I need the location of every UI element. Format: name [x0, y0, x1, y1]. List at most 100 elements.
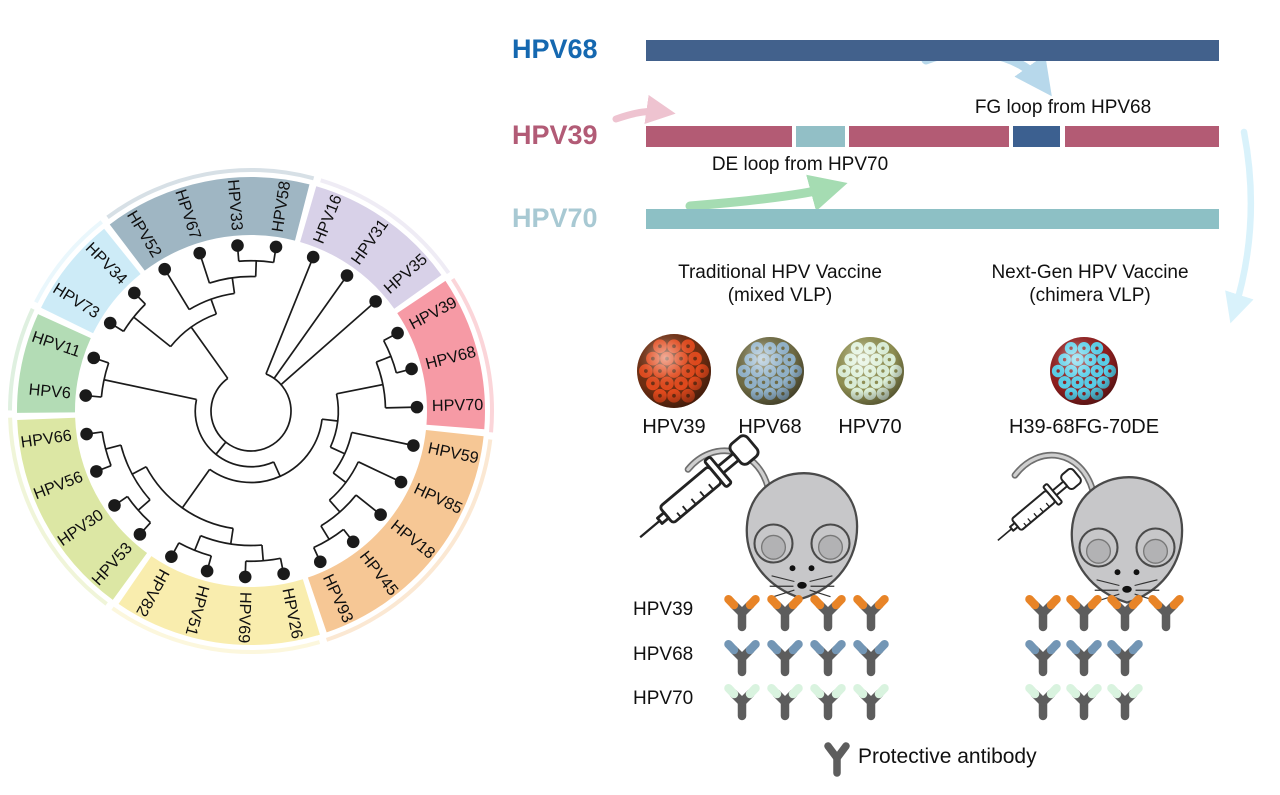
tree-outer-ring: [8, 308, 35, 411]
chimera-flow-arrow: [1225, 128, 1255, 324]
antibody-glyph: [1066, 594, 1102, 632]
tree-leaf-label-hpv6: HPV6: [28, 381, 72, 403]
tree-sector: [109, 177, 310, 271]
tree-outer-ring: [34, 220, 103, 304]
tree-leaf-label-hpv26: HPV26: [278, 587, 306, 641]
tree-leaf-label-hpv18: HPV18: [387, 516, 438, 562]
tree-leaf-label-hpv66: HPV66: [20, 427, 73, 452]
bar-segment: [1064, 126, 1219, 147]
tree-outer-ring: [325, 439, 493, 642]
vlp-label-hpv68: HPV68: [738, 416, 802, 438]
antibody-traditional-hpv68: [764, 639, 806, 677]
de-loop-arrow: [685, 174, 848, 212]
antibody-glyph: [767, 594, 803, 632]
antibody-glyph: [724, 594, 760, 632]
bar-segment: [646, 126, 792, 147]
tree-outer-ring: [320, 178, 451, 275]
antibody-glyph: [1025, 639, 1061, 677]
antibody-glyph: [853, 639, 889, 677]
antibody-glyph: [1066, 639, 1102, 677]
antibody-glyph: [1107, 639, 1143, 677]
antibody-glyph: [767, 683, 803, 721]
tree-leaf-label-hpv52: HPV52: [123, 208, 165, 261]
tree-leaf-label-hpv69: HPV69: [235, 592, 255, 644]
construct-label-hpv70: HPV70: [512, 203, 598, 233]
tree-sector: [17, 417, 148, 600]
syringe-icon: [639, 434, 760, 539]
traditional-title-line1: Traditional HPV Vaccine: [678, 262, 882, 283]
vlp-hpv70: [836, 337, 904, 405]
mouse-icon: [1011, 451, 1184, 604]
vlp-label-hpv39: HPV39: [642, 416, 706, 438]
antibody-glyph: [1025, 683, 1061, 721]
antibody-glyph: [724, 683, 760, 721]
antibody-row-label-hpv70: HPV70: [633, 688, 694, 709]
tree-leaf-dots: [79, 239, 424, 584]
syringe-icon: [997, 467, 1082, 541]
tree-leaf-label-hpv45: HPV45: [356, 548, 402, 600]
tree-outer-ring: [111, 606, 321, 654]
hpv39-entry-arrow: [612, 94, 676, 125]
tree-leaf-label-hpv93: HPV93: [319, 571, 357, 625]
antibody-glyph: [1066, 683, 1102, 721]
tree-outer-ring: [450, 277, 494, 433]
antibody-glyph: [853, 683, 889, 721]
antibody-glyph: [1025, 594, 1061, 632]
antibody-glyph: [810, 594, 846, 632]
vlp-label-hpv70: HPV70: [838, 416, 902, 438]
antibody-nextgen-hpv68: [1022, 639, 1064, 677]
antibody-traditional-hpv70: [764, 683, 806, 721]
nextgen-title-line1: Next-Gen HPV Vaccine: [991, 262, 1189, 283]
vlp-chimera: [1050, 337, 1118, 405]
antibody-traditional-hpv68: [850, 639, 892, 677]
tree-sector: [41, 228, 141, 334]
antibody-glyph: [1107, 594, 1143, 632]
tree-leaf-label-hpv56: HPV56: [31, 468, 85, 503]
bar-segment: [796, 126, 845, 147]
nextgen-vaccine-title: Next-Gen HPV Vaccine (chimera VLP): [965, 261, 1215, 307]
tree-leaf-label-hpv30: HPV30: [54, 506, 106, 550]
tree-outer-ring: [106, 167, 315, 219]
tree-leaf-label-hpv82: HPV82: [132, 566, 172, 620]
traditional-title-line2: (mixed VLP): [727, 285, 833, 306]
tree-leaf-label-hpv33: HPV33: [224, 179, 246, 232]
antibody-nextgen-hpv39: [1145, 594, 1187, 632]
vlp-label-chimera: H39-68FG-70DE: [1008, 416, 1160, 438]
tree-leaf-label-hpv11: HPV11: [29, 328, 82, 361]
tree-leaf-label-hpv39: HPV39: [406, 293, 460, 333]
antibody-glyph: [724, 639, 760, 677]
antibody-icon: [822, 740, 852, 778]
fg-loop-annotation: FG loop from HPV68: [974, 97, 1152, 118]
tree-leaf-label-hpv59: HPV59: [426, 439, 480, 467]
tree-leaf-label-hpv31: HPV31: [348, 216, 392, 268]
construct-bar-hpv68: [646, 40, 1219, 61]
antibody-nextgen-hpv68: [1063, 639, 1105, 677]
antibody-row-label-hpv68: HPV68: [633, 644, 694, 665]
antibody-nextgen-hpv39: [1063, 594, 1105, 632]
vlp-hpv68: [736, 337, 804, 405]
construct-label-hpv39: HPV39: [512, 120, 598, 150]
antibody-traditional-hpv39: [721, 594, 763, 632]
bar-segment: [849, 126, 1010, 147]
tree-leaf-label-hpv16: HPV16: [310, 192, 346, 246]
antibody-traditional-hpv70: [721, 683, 763, 721]
tree-leaf-label-hpv53: HPV53: [88, 539, 136, 589]
tree-branches: [85, 245, 417, 577]
de-loop-annotation: DE loop from HPV70: [711, 154, 889, 175]
antibody-glyph: [767, 639, 803, 677]
tree-leaf-label-hpv85: HPV85: [411, 480, 465, 518]
construct-bar-hpv70: [646, 209, 1219, 229]
tree-sector: [307, 430, 484, 633]
antibody-traditional-hpv68: [807, 639, 849, 677]
antibody-glyph: [1148, 594, 1184, 632]
tree-leaf-label-hpv58: HPV58: [269, 180, 295, 233]
tree-leaf-label-hpv35: HPV35: [380, 250, 430, 297]
tree-sector: [300, 186, 442, 309]
antibody-nextgen-hpv70: [1022, 683, 1064, 721]
antibody-traditional-hpv39: [764, 594, 806, 632]
bar-segment: [646, 40, 1219, 61]
